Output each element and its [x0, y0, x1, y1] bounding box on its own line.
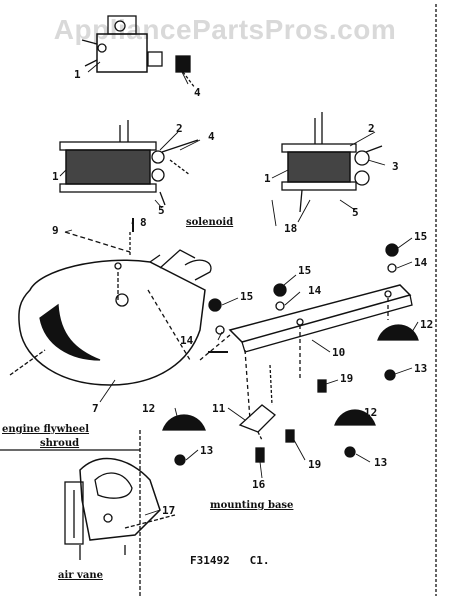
callout-14-b: 14: [308, 284, 322, 297]
top-bracket-assembly: [81, 15, 196, 89]
callout-12-b: 12: [364, 406, 377, 419]
callout-13-b: 13: [200, 444, 213, 457]
callout-13-a: 13: [414, 362, 427, 375]
callout-3-right: 3: [392, 160, 399, 173]
callout-1-left: 1: [52, 170, 59, 183]
callout-11: 11: [212, 402, 226, 415]
callout-18: 18: [284, 222, 297, 235]
leader-lines: [59, 61, 419, 516]
callout-15-b: 15: [298, 264, 311, 277]
solenoid-left: [59, 120, 199, 206]
flywheel-shroud: [9, 231, 212, 386]
callout-16: 16: [252, 478, 266, 491]
callout-2-right: 2: [368, 122, 375, 135]
callout-12-c: 12: [142, 402, 155, 415]
label-engine-flywheel: engine flywheel: [2, 424, 89, 435]
callout-10: 10: [332, 346, 345, 359]
callout-2-left: 2: [176, 122, 183, 135]
label-mounting-base: mounting base: [210, 500, 293, 511]
callout-4-left: 4: [208, 130, 215, 143]
fasteners: [174, 243, 399, 466]
callout-17: 17: [162, 504, 175, 517]
rubber-feet: [162, 324, 419, 431]
label-shroud: shroud: [40, 438, 79, 449]
callout-14-a: 14: [180, 334, 194, 347]
callout-1-right: 1: [264, 172, 271, 185]
diagram-code: F31492 C1.: [190, 554, 269, 567]
solenoid-right: [281, 112, 383, 213]
callout-7: 7: [92, 402, 99, 415]
label-solenoid: solenoid: [186, 217, 233, 228]
callout-12-a: 12: [420, 318, 433, 331]
callout-5-left: 5: [158, 204, 165, 217]
callout-15-a: 15: [240, 290, 253, 303]
callout-1-top: 1: [74, 68, 81, 81]
callout-19-b: 19: [308, 458, 321, 471]
callout-5-right: 5: [352, 206, 359, 219]
callout-15-c: 15: [414, 230, 427, 243]
bracket-11: [238, 364, 276, 441]
callout-14-c: 14: [414, 256, 428, 269]
callout-13-c: 13: [374, 456, 387, 469]
mounting-base-bar: [199, 284, 413, 421]
callout-4-top: 4: [194, 86, 201, 99]
callout-19-a: 19: [340, 372, 353, 385]
air-vane: [64, 457, 176, 560]
callout-9: 9: [52, 224, 59, 237]
label-air-vane: air vane: [58, 570, 103, 581]
callout-8: 8: [140, 216, 147, 229]
